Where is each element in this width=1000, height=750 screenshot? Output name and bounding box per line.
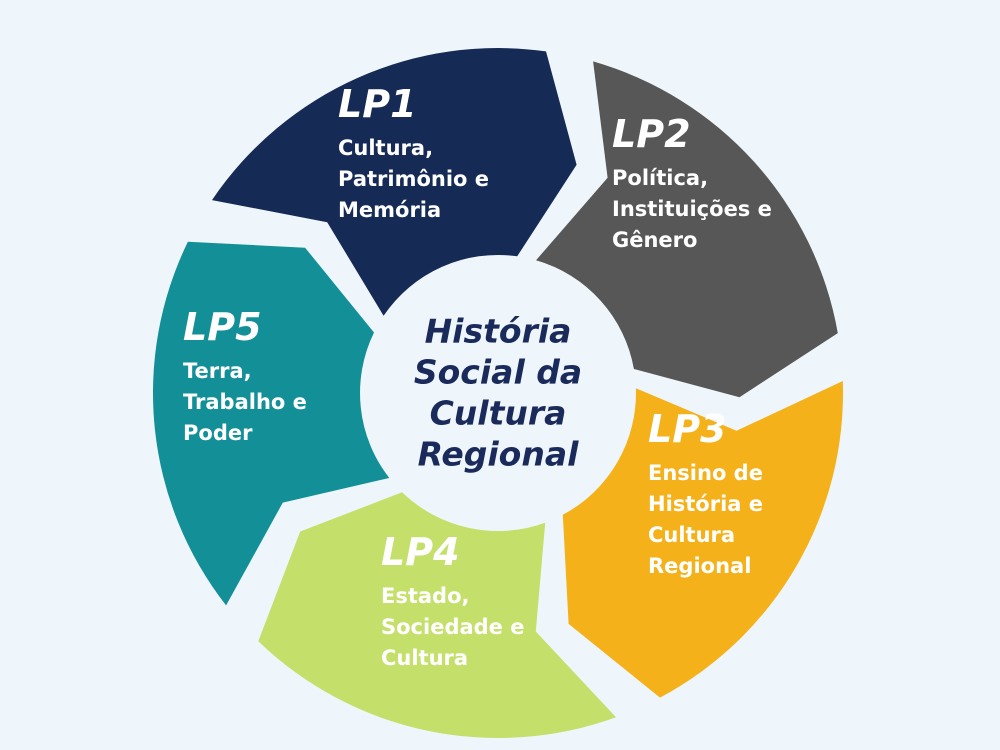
segment-lp3-line-2: História e bbox=[648, 492, 763, 516]
segment-lp2 bbox=[536, 61, 838, 398]
segments-layer bbox=[152, 48, 844, 739]
segment-lp2-code: LP2 bbox=[612, 112, 691, 156]
segment-lp3-line-3: Cultura bbox=[648, 523, 735, 547]
segment-lp2-line-1: Política, bbox=[612, 166, 708, 190]
center-circle bbox=[364, 259, 632, 527]
segment-lp2-line-2: Instituições e bbox=[612, 197, 772, 221]
segment-lp1-line-2: Patrimônio e bbox=[338, 167, 489, 191]
segment-lp5-line-1: Terra, bbox=[183, 359, 252, 383]
segment-lp4-line-2: Sociedade e bbox=[381, 615, 524, 639]
center-title-line-4: Regional bbox=[418, 435, 580, 474]
segment-lp2-line-3: Gênero bbox=[612, 228, 697, 252]
segment-lp4-code: LP4 bbox=[381, 530, 460, 574]
center-title-line-1: História bbox=[425, 312, 572, 351]
segment-lp1 bbox=[212, 48, 577, 316]
segment-lp5 bbox=[152, 241, 390, 606]
segment-lp3-line-4: Regional bbox=[648, 554, 751, 578]
segment-lp4-line-3: Cultura bbox=[381, 646, 468, 670]
segment-lp3-code: LP3 bbox=[648, 407, 727, 451]
segment-lp5-line-3: Poder bbox=[183, 421, 253, 445]
segment-lp5-code: LP5 bbox=[183, 305, 262, 349]
segment-lp1-line-1: Cultura, bbox=[338, 136, 433, 160]
segment-lp1-code: LP1 bbox=[338, 82, 417, 126]
segment-lp4-line-1: Estado, bbox=[381, 584, 470, 608]
center-title-line-3: Cultura bbox=[430, 394, 567, 433]
segment-lp3 bbox=[562, 381, 844, 698]
segment-lp4 bbox=[258, 492, 616, 739]
center-title-line-2: Social da bbox=[414, 353, 582, 392]
segment-lp1-line-3: Memória bbox=[338, 198, 441, 222]
segment-lp3-line-1: Ensino de bbox=[648, 461, 763, 485]
segment-lp5-line-2: Trabalho e bbox=[183, 390, 307, 414]
